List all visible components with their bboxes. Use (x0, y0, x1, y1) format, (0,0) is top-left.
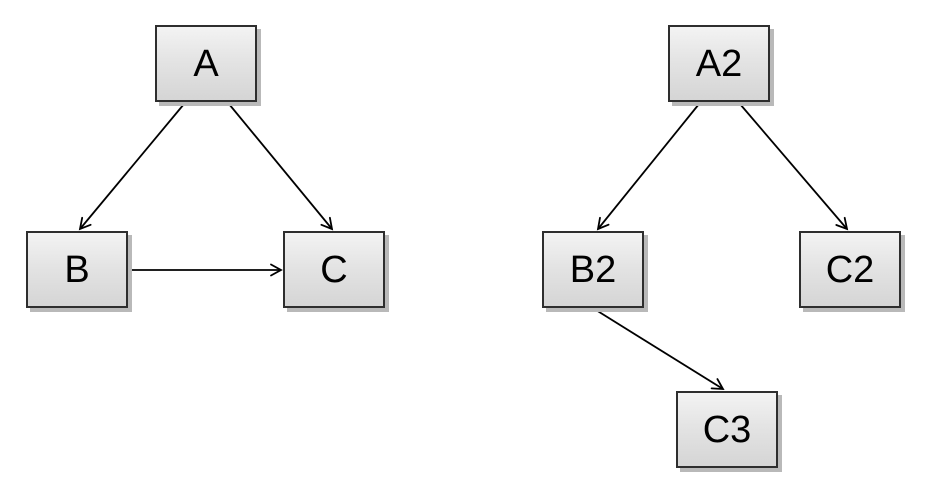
node-label: B2 (569, 248, 617, 291)
node-A[interactable]: A (155, 25, 257, 102)
edge-B2-C3 (595, 309, 725, 390)
node-C2[interactable]: C2 (799, 231, 901, 308)
node-B2[interactable]: B2 (542, 231, 644, 308)
edge-group (78, 103, 849, 390)
node-B[interactable]: B (26, 231, 128, 308)
node-label: C (320, 248, 348, 291)
node-label: B (64, 248, 90, 291)
edge-A-B (78, 103, 185, 231)
edge-A2-C2 (739, 103, 849, 231)
edge-A2-B2 (596, 103, 700, 231)
node-label: A (193, 42, 219, 85)
node-label: C3 (702, 408, 752, 451)
edge-A-C (228, 103, 334, 231)
node-label: C2 (825, 248, 875, 291)
node-C[interactable]: C (283, 231, 385, 308)
node-A2[interactable]: A2 (668, 25, 770, 102)
node-C3[interactable]: C3 (676, 391, 778, 468)
node-label: A2 (695, 42, 743, 85)
